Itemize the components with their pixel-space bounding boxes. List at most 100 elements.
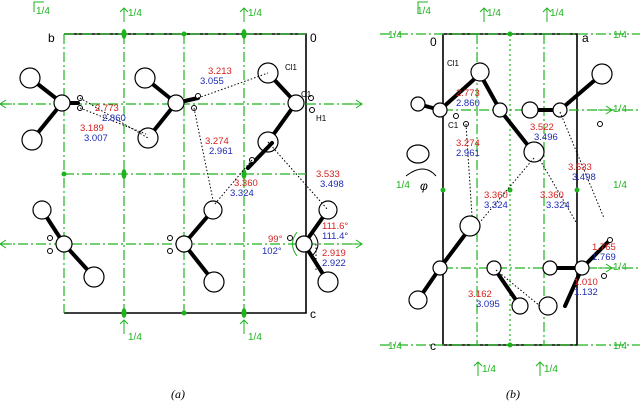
twofold-axis-icon xyxy=(241,308,247,318)
angle-red: 111.6° xyxy=(322,221,348,232)
panel-b: 1/4 1/4 1/4 1/4 1/4 1/4 1/4 1/4 1/4 1/4 … xyxy=(380,1,640,401)
contact-line xyxy=(465,123,473,217)
quarter-label: 1/4 xyxy=(482,364,496,375)
distance-blue: 3.498 xyxy=(572,172,596,183)
distance-red: 2.919 xyxy=(322,248,346,259)
quarter-marker: 1/4 xyxy=(239,7,262,22)
quarter-label: 1/4 xyxy=(487,8,501,19)
quarter-label: 1/4 xyxy=(613,341,627,352)
distance-blue: 3.496 xyxy=(534,132,558,143)
distance-red: 3.274 xyxy=(456,138,480,149)
distance-blue: 3.055 xyxy=(200,76,224,87)
distance-blue: 2.860 xyxy=(456,98,480,109)
molecule xyxy=(408,215,613,316)
quarter-label: 1/4 xyxy=(550,8,564,19)
molecule xyxy=(134,67,201,149)
atom-label-c1: C1 xyxy=(301,90,312,99)
panel-caption-b: (b) xyxy=(506,387,520,401)
arrow-icon xyxy=(0,239,12,249)
distance-red: 3.360 xyxy=(540,190,564,201)
distance-red: 1.765 xyxy=(592,242,616,253)
quarter-label: 1/4 xyxy=(613,262,627,273)
distance-red: 3.189 xyxy=(80,123,104,134)
distance-blue: 3.324 xyxy=(484,200,508,211)
panel-caption-a: (a) xyxy=(171,387,185,401)
distance-blue: 3.095 xyxy=(476,299,500,310)
quarter-marker: 1/4 xyxy=(542,7,564,22)
arrow-icon xyxy=(0,99,12,109)
distance-red: 3.274 xyxy=(205,136,229,147)
origin-label: 0 xyxy=(430,35,437,49)
quarter-label: 1/4 xyxy=(248,332,262,343)
distance-blue: 2.961 xyxy=(209,146,233,157)
quarter-label: 1/4 xyxy=(248,8,262,19)
contact-line xyxy=(267,141,329,211)
molecule xyxy=(287,200,339,293)
quarter-label: 1/4 xyxy=(613,30,627,41)
contact-line xyxy=(193,107,214,201)
quarter-label: 1/4 xyxy=(128,332,142,343)
quarter-label: 1/4 xyxy=(388,341,402,352)
twofold-axis-icon xyxy=(241,29,247,39)
inversion-centre-icon xyxy=(507,342,513,348)
atom-label-cl1: Cl1 xyxy=(447,59,460,68)
arrow-icon xyxy=(598,105,613,115)
arrow-icon xyxy=(348,239,363,249)
quarter-label: 1/4 xyxy=(613,104,627,115)
molecule xyxy=(19,67,83,151)
inversion-centre-icon xyxy=(574,187,580,193)
distance-blue: 2.922 xyxy=(322,258,346,269)
twofold-axis-icon xyxy=(121,169,127,179)
inversion-centre-icon xyxy=(507,31,513,37)
distance-red: 3.533 xyxy=(316,169,340,180)
quarter-marker: 1/4 xyxy=(119,7,142,22)
distance-blue: 2.961 xyxy=(456,148,480,159)
twofold-axis-icon xyxy=(121,308,127,318)
quarter-label: 1/4 xyxy=(613,180,627,191)
distance-red: 3.360 xyxy=(484,190,508,201)
atom-label-cl1: Cl1 xyxy=(285,63,298,72)
atom xyxy=(406,144,430,164)
axis-label-c: c xyxy=(310,307,316,321)
quarter-label: 1/4 xyxy=(544,364,558,375)
angle-arc xyxy=(311,231,319,257)
arrow-icon xyxy=(598,263,613,273)
contact-line xyxy=(559,111,605,219)
angle-blue: 102° xyxy=(262,246,282,257)
distance-red: 3.213 xyxy=(208,66,232,77)
angle-blue: 111.4° xyxy=(322,231,348,242)
quarter-label: 1/4 xyxy=(128,8,142,19)
distance-red: 2.773 xyxy=(456,88,480,99)
molecule xyxy=(410,62,613,163)
distance-red: 3.360 xyxy=(234,178,258,189)
contact-line xyxy=(79,107,147,135)
molecule xyxy=(167,200,225,293)
contact-line xyxy=(213,159,253,206)
inversion-centre-icon xyxy=(181,31,187,37)
quarter-marker: 1/4 xyxy=(417,1,431,17)
panel-a: 1/4 1/4 1/4 1/4 1/4 b 0 c xyxy=(0,1,363,401)
axis-label-a: a xyxy=(582,31,589,45)
origin-label: 0 xyxy=(310,31,317,45)
contact-line xyxy=(539,159,577,223)
distance-red: 1.010 xyxy=(574,277,598,288)
angle-arc xyxy=(405,168,437,177)
quarter-label: 1/4 xyxy=(417,6,431,17)
quarter-marker: 1/4 xyxy=(535,361,558,376)
distance-blue: 3.007 xyxy=(84,133,108,144)
distance-blue: 1.132 xyxy=(574,287,598,298)
axis-label-c: c xyxy=(430,339,436,353)
inversion-centre-icon xyxy=(61,171,67,177)
twofold-axis-icon xyxy=(121,29,127,39)
quarter-marker: 1/4 xyxy=(239,319,262,343)
angle-red: 99° xyxy=(268,234,283,245)
distance-red: 2.773 xyxy=(95,103,119,114)
quarter-label: 1/4 xyxy=(396,180,410,191)
phi-label: φ xyxy=(420,179,428,193)
distance-blue: 2.860 xyxy=(102,113,126,124)
inversion-centre-icon xyxy=(181,310,187,316)
atom-label-c1: C1 xyxy=(448,121,459,130)
quarter-label: 1/4 xyxy=(388,30,402,41)
distance-blue: 1.769 xyxy=(592,252,616,263)
